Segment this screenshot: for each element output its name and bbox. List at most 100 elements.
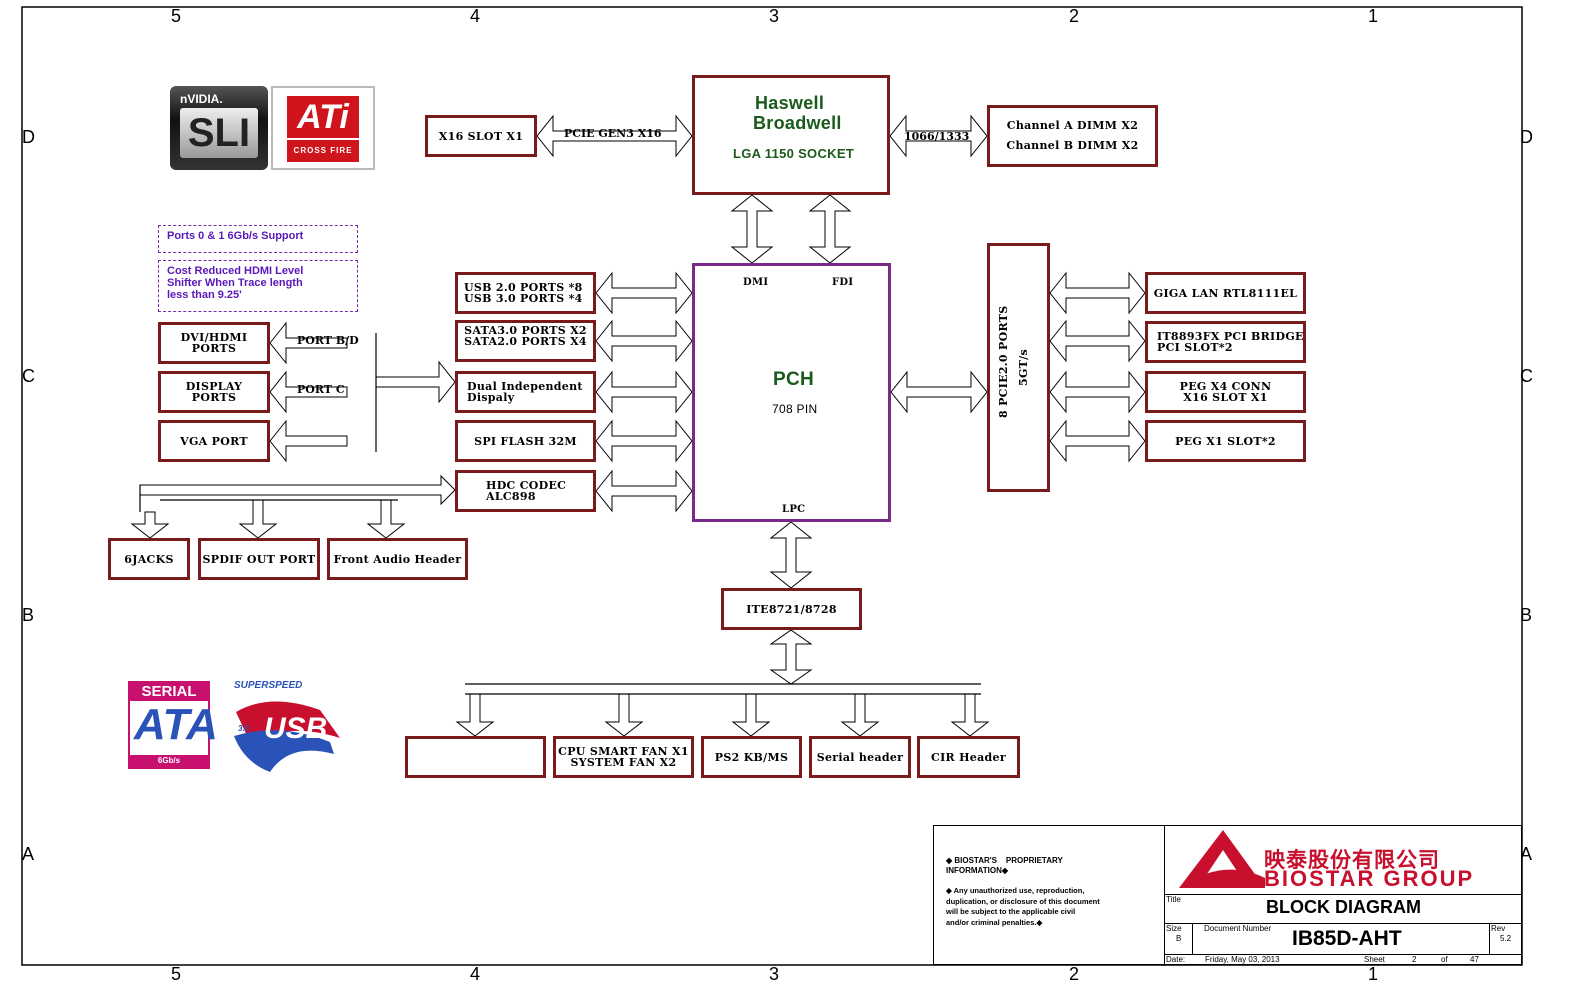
size-label: Size xyxy=(1166,924,1182,933)
fdi-arrow xyxy=(808,194,852,264)
peg-x1-box: PEG X1 SLOT*2 xyxy=(1145,420,1306,462)
nvidia-sli-logo: nVIDIA. SLI xyxy=(170,86,268,170)
x16-slot-box: X16 SLOT X1 xyxy=(425,115,537,157)
ite-drop-arrow-5 xyxy=(950,693,990,737)
lpc-arrow xyxy=(769,521,813,589)
sheet-label: Sheet xyxy=(1364,955,1385,964)
pcie-ports-label: 8 PCIE2.0 PORTS xyxy=(997,305,1010,418)
grid-bottom-4: 4 xyxy=(470,964,481,984)
dimm-box: Channel A DIMM X2 Channel B DIMM X2 xyxy=(987,105,1158,167)
blank-label xyxy=(408,739,543,775)
crossfire-text: CROSS FIRE xyxy=(287,140,359,162)
grid-right-b: B xyxy=(1520,605,1533,625)
pcie-speed-label: 5GT/s xyxy=(1017,349,1030,386)
pci-bridge-label: IT8893FX PCI BRIDGE PCI SLOT*2 xyxy=(1157,330,1304,354)
pch-left-arrow-1 xyxy=(595,271,693,315)
x16-slot-label: X16 SLOT X1 xyxy=(438,129,524,143)
serial-ata-logo: SERIAL ATA 6Gb/s xyxy=(128,681,218,769)
grid-right-d: D xyxy=(1520,127,1533,147)
grid-top-1: 1 xyxy=(1368,6,1379,26)
of-label: of xyxy=(1441,955,1448,964)
company-name-en: BIOSTAR GROUP xyxy=(1264,866,1475,891)
pch-title: PCH xyxy=(773,369,815,390)
pcie-right-arrow-3 xyxy=(1049,370,1146,414)
dmi-arrow xyxy=(730,194,774,264)
usb-main-text: USB xyxy=(264,712,328,745)
pch-box: DMI FDI PCH 708 PIN LPC xyxy=(692,263,891,522)
grid-bottom-2: 2 xyxy=(1069,964,1080,984)
ite-drop-arrow-3 xyxy=(731,693,771,737)
hdc-codec-box: HDC CODEC ALC898 xyxy=(455,470,596,512)
fan-box: CPU SMART FAN X1 SYSTEM FAN X2 xyxy=(553,736,694,778)
six-jacks-label: 6JACKS xyxy=(124,552,174,566)
grid-left-c: C xyxy=(22,366,35,386)
usb-superspeed-text: SUPERSPEED xyxy=(234,680,303,691)
usb-superspeed-logo: SUPERSPEED USB 3.0 xyxy=(230,680,342,774)
dvi-arrow xyxy=(269,321,348,365)
spdif-out-box: SPDIF OUT PORT xyxy=(198,538,320,580)
dp-arrow xyxy=(269,370,348,414)
grid-right-a: A xyxy=(1520,844,1533,864)
display-ports-box: DISPLAY PORTS xyxy=(158,371,270,413)
grid-top-5: 5 xyxy=(171,6,182,26)
pcie-right-arrow-1 xyxy=(1049,271,1146,315)
front-audio-arrow xyxy=(366,499,406,539)
jacks-arrow xyxy=(130,511,170,539)
ps2-box: PS2 KB/MS xyxy=(701,736,802,778)
vga-port-label: VGA PORT xyxy=(180,434,248,448)
pcie-right-arrow-4 xyxy=(1049,419,1146,463)
pch-pins: 708 PIN xyxy=(772,402,818,416)
cpu-box: Haswell Broadwell LGA 1150 SOCKET xyxy=(692,75,890,195)
grid-left-d: D xyxy=(22,127,35,147)
pcie-right-arrow-2 xyxy=(1049,319,1146,363)
grid-left-a: A xyxy=(22,844,35,864)
usb-swoosh-icon xyxy=(234,701,340,772)
dvi-hdmi-box: DVI/HDMI PORTS xyxy=(158,322,270,364)
proprietary-text: ◆ Any unauthorized use, reproduction, du… xyxy=(946,886,1100,927)
peg-x4-box: PEG X4 CONN X16 SLOT X1 xyxy=(1145,371,1306,413)
note-hdmi-shifter: Cost Reduced HDMI Level Shifter When Tra… xyxy=(158,260,358,312)
pci-bridge-box: IT8893FX PCI BRIDGE PCI SLOT*2 xyxy=(1145,321,1306,363)
fan-label: CPU SMART FAN X1 SYSTEM FAN X2 xyxy=(558,745,689,769)
peg-x1-label: PEG X1 SLOT*2 xyxy=(1175,434,1276,448)
grid-right-c: C xyxy=(1520,366,1533,386)
dimm-label: Channel A DIMM X2 Channel B DIMM X2 xyxy=(1006,119,1139,152)
spdif-out-label: SPDIF OUT PORT xyxy=(202,552,316,566)
serial-ata-main-text: ATA xyxy=(134,700,218,749)
usb-sub-text: 3.0 xyxy=(238,724,250,733)
mem-speed-label: 1066/1333 xyxy=(904,130,970,143)
dvi-hdmi-label: DVI/HDMI PORTS xyxy=(180,331,248,355)
cpu-socket: LGA 1150 SOCKET xyxy=(733,146,855,161)
title-label: Title xyxy=(1166,895,1181,904)
date-label: Date: xyxy=(1166,955,1186,964)
pcie-gen3-label: PCIE GEN3 X16 xyxy=(564,127,662,140)
pch-fdi-label: FDI xyxy=(832,277,854,288)
grid-top-4: 4 xyxy=(470,6,481,26)
grid-bottom-1: 1 xyxy=(1368,964,1379,984)
serial-ata-speed-text: 6Gb/s xyxy=(130,755,208,767)
ati-crossfire-logo: ATi CROSS FIRE xyxy=(271,86,375,170)
peg-x4-label: PEG X4 CONN X16 SLOT X1 xyxy=(1179,380,1272,404)
serial-header-box: Serial header xyxy=(809,736,911,778)
six-jacks-box: 6JACKS xyxy=(108,538,190,580)
display-feed-arrow xyxy=(375,360,456,404)
hdc-codec-label: HDC CODEC ALC898 xyxy=(486,479,567,503)
port-c-label: PORT C xyxy=(297,383,345,396)
ite-drop-arrow-4 xyxy=(840,693,880,737)
usb-ports-box: USB 2.0 PORTS *8 USB 3.0 PORTS *4 xyxy=(455,272,596,314)
giga-lan-label: GIGA LAN RTL8111EL xyxy=(1153,286,1298,300)
dual-display-box: Dual Independent Dispaly xyxy=(455,371,596,413)
docnum-row-line xyxy=(1164,923,1522,924)
ite-bus-arrow xyxy=(769,629,813,685)
proprietary-title: ◆ BIOSTAR'S PROPRIETARY INFORMATION◆ xyxy=(946,856,1063,875)
size-divider xyxy=(1192,923,1193,954)
serial-ata-top-text: SERIAL xyxy=(130,683,208,701)
ps2-label: PS2 KB/MS xyxy=(714,750,789,764)
pch-left-arrow-3 xyxy=(595,370,693,414)
pch-left-arrow-2 xyxy=(595,319,693,363)
giga-lan-box: GIGA LAN RTL8111EL xyxy=(1145,272,1306,314)
grid-top-2: 2 xyxy=(1069,6,1080,26)
sheet-value: 2 xyxy=(1412,955,1417,964)
company-name-cn: 映泰股份有限公司 xyxy=(1264,848,1440,872)
